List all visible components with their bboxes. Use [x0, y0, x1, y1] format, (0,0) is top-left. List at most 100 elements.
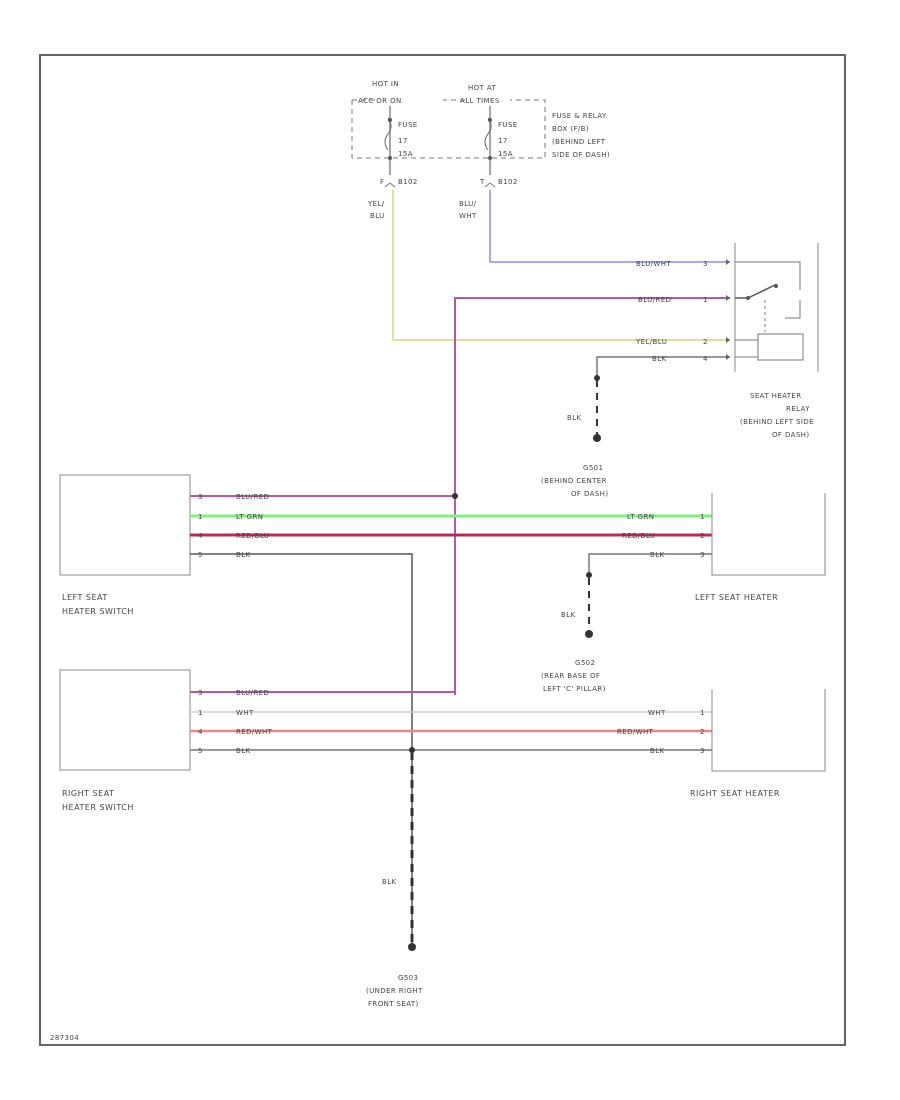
right-switch-label-1: RIGHT SEAT: [62, 789, 114, 798]
fuse-2-label: FUSE: [498, 121, 518, 129]
left-heater-wire-2: RED/BLU: [622, 532, 655, 540]
wire-left-heater-blk: [588, 553, 712, 575]
right-heater-pin-3: 3: [700, 747, 705, 755]
relay-pin-4: 4: [703, 355, 708, 363]
relay-pin-3: 2: [703, 338, 708, 346]
wire-1-color-b: BLU: [370, 212, 385, 220]
fuse-1-symbol: [384, 117, 392, 151]
ground-g502-wire: BLK: [561, 611, 576, 619]
left-heater-pin-2: 2: [700, 532, 705, 540]
fuse-2-symbol: [484, 117, 492, 151]
right-switch-pin-2: 1: [198, 709, 203, 717]
ground-g503-loc-1: (UNDER RIGHT: [366, 987, 423, 995]
relay-pin-2: 1: [703, 296, 708, 304]
ground-g503: BLK G503 (UNDER RIGHT FRONT SEAT): [366, 752, 423, 1008]
fuse-1-label: FUSE: [398, 121, 418, 129]
ground-g502: BLK G502 (REAR BASE OF LEFT 'C' PILLAR): [541, 572, 606, 693]
ground-g501-wire: BLK: [567, 414, 582, 422]
fuse-box: HOT IN ACC OR ON HOT AT ALL TIMES FUSE 1…: [351, 80, 610, 175]
ground-g503-wire: BLK: [382, 878, 397, 886]
left-switch-pin-2: 1: [198, 513, 203, 521]
ground-g501-icon: [593, 434, 601, 442]
right-switch-wire-1: BLU/RED: [236, 689, 269, 697]
relay-wire-blu-red: BLU/RED: [638, 296, 671, 304]
connector-1-pin: F: [380, 178, 384, 186]
ground-g501: BLK G501 (BEHIND CENTER OF DASH): [541, 375, 608, 498]
wire-2-color-b: WHT: [459, 212, 477, 220]
wire-yel-blu: [392, 190, 730, 341]
right-seat-heater: [711, 689, 826, 772]
diagram-frame: [39, 54, 846, 1046]
left-switch-wire-3: RED/BLU: [236, 532, 269, 540]
fuse-2-num: 17: [498, 137, 508, 145]
right-seat-heater-switch: [59, 669, 191, 771]
fuse-box-label-2: BOX (F/B): [552, 125, 589, 133]
left-switch-label-1: LEFT SEAT: [62, 593, 108, 602]
left-heater-pin-3: 3: [700, 551, 705, 559]
fuse-box-label-3: (BEHIND LEFT: [552, 138, 606, 146]
fuse-1-amp: 15A: [398, 150, 413, 158]
right-heater-pin-1: 1: [700, 709, 705, 717]
right-heater-wire-2: RED/WHT: [617, 728, 654, 736]
left-switch-wire-1: BLU/RED: [236, 493, 269, 501]
hot1-title-2: ACC OR ON: [358, 97, 402, 105]
hot2-title-1: HOT AT: [468, 84, 497, 92]
left-switch-pin-1: 3: [198, 493, 203, 501]
right-heater-pin-2: 2: [700, 728, 705, 736]
left-heater-wire-1: LT GRN: [627, 513, 654, 521]
diagram-code: 287304: [50, 1034, 79, 1042]
left-switch-pin-4: 5: [198, 551, 203, 559]
left-switch-pin-3: 4: [198, 532, 203, 540]
right-heater-wire-3: BLK: [650, 747, 665, 755]
seat-heater-relay: SEAT HEATER RELAY (BEHIND LEFT SIDE OF D…: [726, 243, 819, 439]
wire-blu-red-main: [454, 297, 730, 695]
fuse-2-amp: 15A: [498, 150, 513, 158]
left-switch-wire-4: BLK: [236, 551, 251, 559]
relay-wire-yel-blu: YEL/BLU: [635, 338, 667, 346]
right-switch-pin-1: 3: [198, 689, 203, 697]
left-seat-heater: [711, 493, 826, 576]
connector-2-id: B102: [498, 178, 518, 186]
ground-g502-loc-1: (REAR BASE OF: [541, 672, 600, 680]
wire-blu-wht: [489, 190, 730, 263]
left-seat-heater-switch: [59, 474, 191, 576]
relay-wire-blu-wht: BLU/WHT: [636, 260, 671, 268]
left-switch-label-2: HEATER SWITCH: [62, 607, 134, 616]
right-switch-wire-4: BLK: [236, 747, 251, 755]
wire-relay-blk: [596, 356, 730, 378]
right-switch-wire-3: RED/WHT: [236, 728, 273, 736]
fuse-box-label-4: SIDE OF DASH): [552, 151, 610, 159]
wire-1-color-a: YEL/: [367, 200, 385, 208]
connector-2-pin: T: [479, 178, 485, 186]
left-heater-label: LEFT SEAT HEATER: [695, 593, 778, 602]
hot2-title-2: ALL TIMES: [460, 97, 500, 105]
left-switch-wire-2: LT GRN: [236, 513, 263, 521]
connector-1-id: B102: [398, 178, 418, 186]
right-heater-wire-1: WHT: [648, 709, 666, 717]
ground-g501-loc-1: (BEHIND CENTER: [541, 477, 607, 485]
right-heater-label: RIGHT SEAT HEATER: [690, 789, 780, 798]
right-switch-pin-4: 5: [198, 747, 203, 755]
left-heater-pin-1: 1: [700, 513, 705, 521]
ground-g503-id: G503: [398, 974, 418, 982]
ground-g503-icon: [408, 943, 416, 951]
wire-2-color-a: BLU/: [459, 200, 477, 208]
hot1-title-1: HOT IN: [372, 80, 399, 88]
fuse-1-num: 17: [398, 137, 408, 145]
ground-g503-loc-2: FRONT SEAT): [368, 1000, 419, 1008]
right-switch-pin-3: 4: [198, 728, 203, 736]
wire-right-blu-red: [190, 691, 456, 695]
right-switch-wire-2: WHT: [236, 709, 254, 717]
relay-title-4: OF DASH): [772, 431, 809, 439]
relay-pin-1: 3: [703, 260, 708, 268]
ground-g502-id: G502: [575, 659, 595, 667]
right-switch-label-2: HEATER SWITCH: [62, 803, 134, 812]
ground-g501-id: G501: [583, 464, 603, 472]
ground-g502-loc-2: LEFT 'C' PILLAR): [543, 685, 606, 693]
relay-title-3: (BEHIND LEFT SIDE: [740, 418, 814, 426]
relay-title-2: RELAY: [786, 405, 810, 413]
relay-wire-blk: BLK: [652, 355, 667, 363]
ground-g501-loc-2: OF DASH): [571, 490, 608, 498]
ground-g502-icon: [585, 630, 593, 638]
